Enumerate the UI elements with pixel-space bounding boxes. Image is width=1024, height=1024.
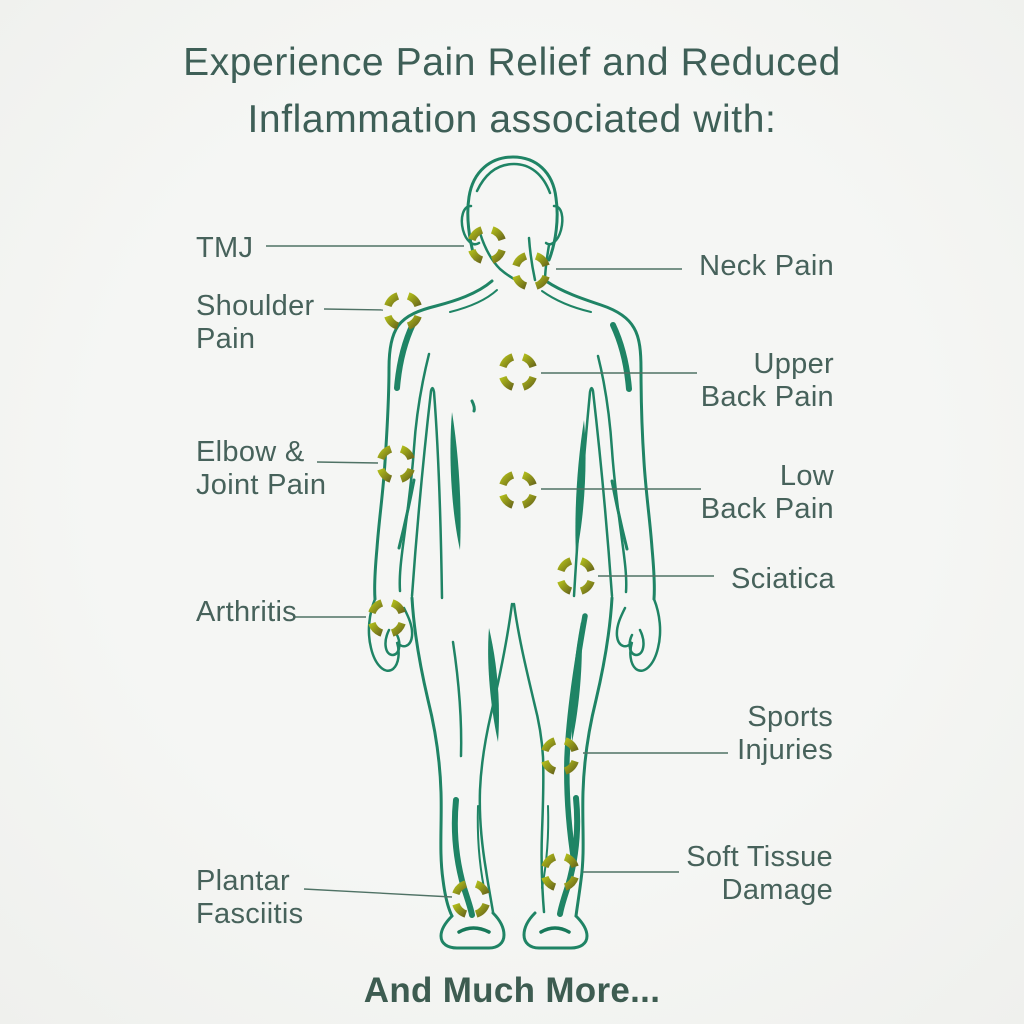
right-forearm-muscle xyxy=(610,479,629,551)
label-sports-injuries: Sports Injuries xyxy=(737,701,833,767)
left-torso-line xyxy=(410,386,444,600)
left-hand xyxy=(367,597,414,672)
label-sciatica: Sciatica xyxy=(731,563,835,596)
label-line: Joint Pain xyxy=(196,469,327,501)
left-shoulder-inner xyxy=(449,289,498,313)
pain-marker-sports-injuries xyxy=(545,741,575,771)
label-line: Shoulder xyxy=(196,290,315,322)
left-upperarm-muscle xyxy=(394,321,416,391)
label-arthritis: Arthritis xyxy=(196,596,297,629)
left-forearm-muscle xyxy=(397,478,416,550)
left-arm-outer xyxy=(373,366,391,601)
right-upperarm-muscle xyxy=(610,322,632,392)
right-foot xyxy=(522,911,589,950)
pain-marker-upper-back-pain xyxy=(503,357,533,387)
footer-text: And Much More... xyxy=(363,971,661,1010)
label-line: Back Pain xyxy=(700,493,834,525)
page-title: Experience Pain Relief and Reduced Infla… xyxy=(0,34,1024,148)
label-upper-back-pain: Upper Back Pain xyxy=(701,348,834,414)
back-detail-dash xyxy=(470,399,476,413)
pain-marker-arthritis xyxy=(372,603,402,633)
right-ear xyxy=(544,204,564,246)
pain-marker-low-back-pain xyxy=(503,475,533,505)
label-elbow-joint-pain: Elbow & Joint Pain xyxy=(196,436,326,502)
left-arm-inner xyxy=(398,352,431,593)
label-line: Pain xyxy=(196,323,256,355)
label-line: Injuries xyxy=(737,734,833,766)
right-lat-muscle xyxy=(575,420,586,556)
label-line: Sports xyxy=(747,701,833,733)
neck-center-line xyxy=(527,236,537,282)
label-neck-pain: Neck Pain xyxy=(699,250,834,283)
label-line: Neck Pain xyxy=(699,250,834,282)
label-line: Upper xyxy=(753,348,834,380)
left-lat-muscle xyxy=(450,412,461,550)
right-arm-inner xyxy=(596,354,628,594)
title-line-1: Experience Pain Relief and Reduced xyxy=(183,41,841,84)
left-foot-arch xyxy=(457,926,491,934)
leader-line-plantar-fasciitis xyxy=(303,888,453,898)
label-tmj: TMJ xyxy=(196,232,253,265)
right-hand-fingers xyxy=(628,628,645,657)
label-line: Arthritis xyxy=(196,596,297,628)
left-thigh-muscle xyxy=(488,628,499,742)
label-line: Sciatica xyxy=(731,563,835,595)
pain-markers xyxy=(372,230,591,914)
leader-lines xyxy=(266,245,728,898)
right-arm-outer xyxy=(639,367,656,601)
label-line: Soft Tissue xyxy=(686,841,833,873)
right-thigh-muscle xyxy=(571,622,582,742)
left-shoulder xyxy=(387,279,494,370)
title-line-2: Inflammation associated with: xyxy=(247,98,777,141)
left-shin-muscle xyxy=(451,797,475,918)
hair-band xyxy=(475,162,552,195)
left-knee-line xyxy=(451,640,463,758)
label-shoulder-pain: Shoulder Pain xyxy=(196,290,315,356)
label-line: Damage xyxy=(721,874,833,906)
right-leg-inner xyxy=(512,602,546,914)
leader-line-elbow-joint-pain xyxy=(316,461,379,464)
body-outline xyxy=(367,155,662,950)
right-hand xyxy=(615,597,662,672)
head-outline xyxy=(466,155,559,262)
left-hand-fingers xyxy=(384,628,401,657)
label-line: Back Pain xyxy=(700,381,834,413)
label-line: Elbow & xyxy=(196,436,305,468)
label-plantar-fasciitis: Plantar Fasciitis xyxy=(196,865,303,931)
left-leg-inner xyxy=(478,602,514,914)
right-foot-arch xyxy=(539,926,571,934)
left-foot xyxy=(439,911,506,950)
label-line: Plantar xyxy=(196,865,290,897)
left-ear xyxy=(460,204,481,246)
right-leg-outer xyxy=(574,596,614,918)
right-shoulder-inner xyxy=(541,290,592,313)
label-soft-tissue-damage: Soft Tissue Damage xyxy=(686,841,833,907)
label-low-back-pain: Low Back Pain xyxy=(701,460,834,526)
left-leg-outer xyxy=(410,596,454,918)
left-shin-line xyxy=(476,805,485,889)
label-line: Low xyxy=(779,460,834,492)
label-line: Fasciitis xyxy=(196,898,304,930)
right-shoulder xyxy=(544,279,643,371)
leader-line-shoulder-pain xyxy=(323,308,384,311)
label-line: TMJ xyxy=(196,232,254,264)
